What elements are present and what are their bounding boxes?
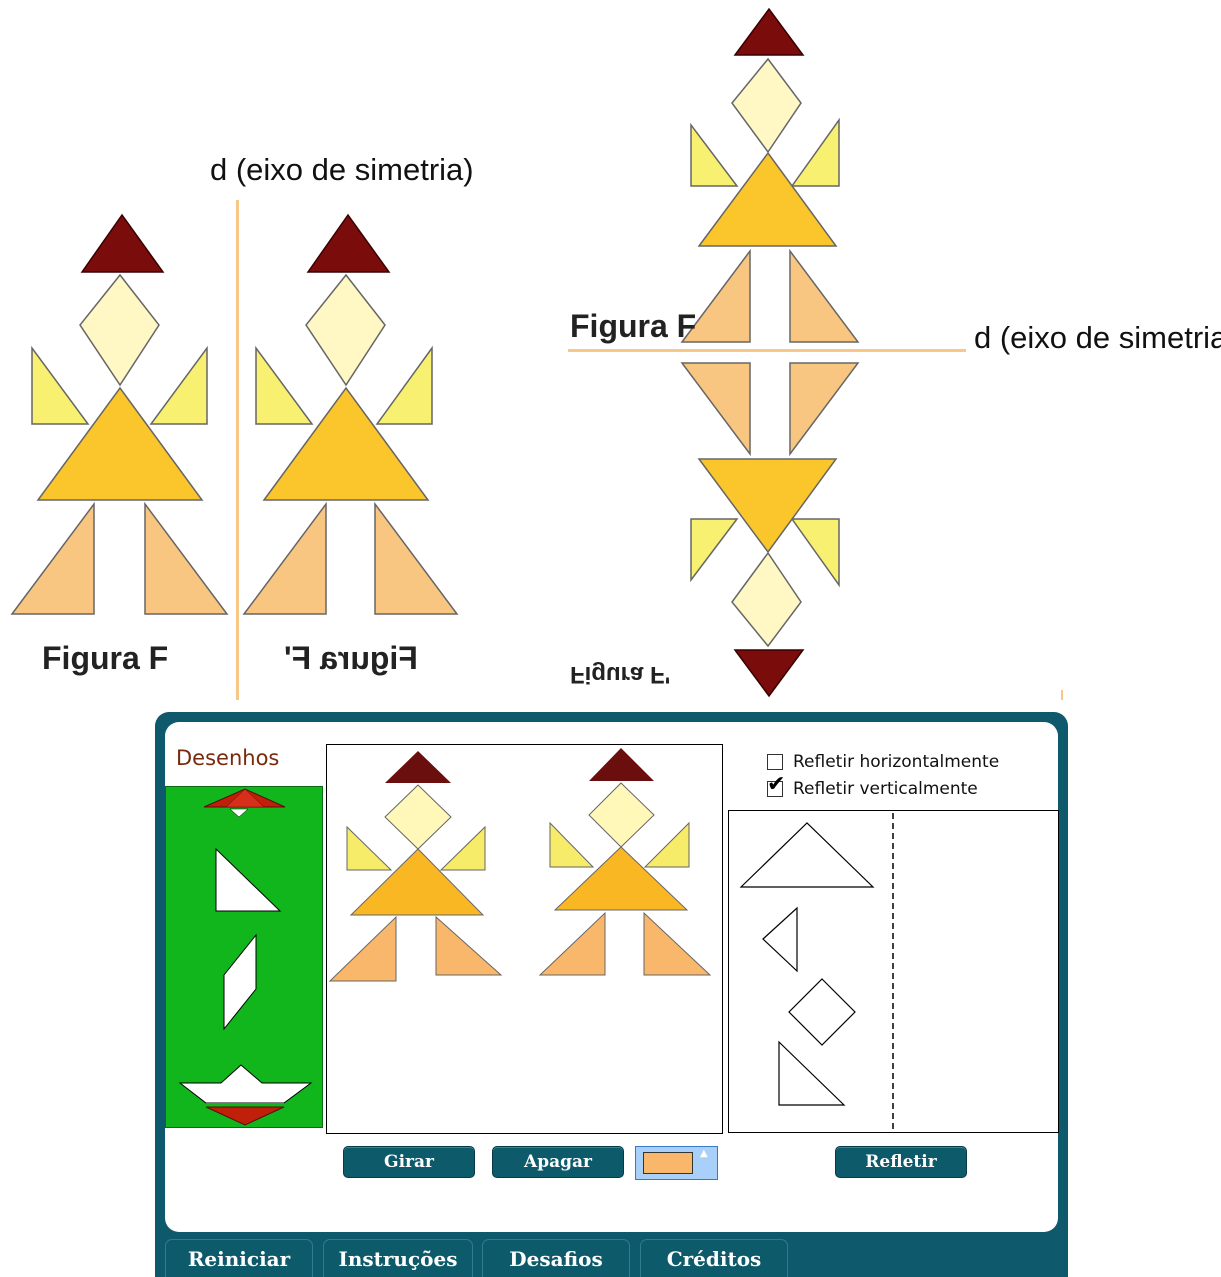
preview-right-triangle bbox=[778, 1040, 846, 1106]
selected-color-swatch bbox=[643, 1152, 693, 1174]
left-symmetry-axis bbox=[236, 200, 239, 700]
drawings-title: Desenhos bbox=[176, 746, 280, 770]
right-figure-f-reflected bbox=[680, 362, 860, 698]
reflect-vertical-checkbox[interactable]: ✔ bbox=[767, 774, 785, 797]
canvas-figure-left bbox=[328, 751, 503, 982]
tab-challenges[interactable]: Desafios bbox=[482, 1239, 630, 1277]
reflect-horizontal-label: Refletir horizontalmente bbox=[793, 752, 1000, 772]
preview-square bbox=[788, 978, 856, 1046]
dropdown-arrow-icon[interactable]: ▲ bbox=[700, 1148, 708, 1159]
tab-instructions[interactable]: Instruções bbox=[323, 1239, 473, 1277]
right-figure-f bbox=[680, 7, 860, 343]
erase-button[interactable]: Apagar bbox=[492, 1146, 624, 1178]
color-picker[interactable]: ▲ bbox=[635, 1146, 718, 1180]
left-axis-label: d (eixo de simetria) bbox=[210, 152, 474, 187]
left-figure-label: Figura F bbox=[42, 640, 169, 676]
rotate-button[interactable]: Girar bbox=[343, 1146, 475, 1178]
canvas-figure-right bbox=[538, 748, 712, 976]
drawing-canvas[interactable] bbox=[326, 744, 723, 1134]
reflect-horizontal-option[interactable]: Refletir horizontalmente bbox=[767, 752, 999, 772]
reflect-vertical-option[interactable]: ✔ Refletir verticalmente bbox=[767, 774, 978, 799]
reflect-vertical-label: Refletir verticalmente bbox=[793, 779, 978, 799]
left-figure-f-reflected bbox=[242, 213, 459, 615]
right-figure-label: Figura F bbox=[570, 308, 697, 344]
tab-credits[interactable]: Créditos bbox=[640, 1239, 788, 1277]
reflect-horizontal-checkbox[interactable] bbox=[767, 754, 783, 770]
reflection-preview[interactable] bbox=[728, 810, 1059, 1133]
palette-parallelogram-shape[interactable] bbox=[223, 933, 257, 1031]
axis-fragment bbox=[1061, 690, 1063, 700]
tab-restart[interactable]: Reiniciar bbox=[165, 1239, 313, 1277]
left-figure-f bbox=[10, 213, 229, 615]
right-mirrored-figure-label: Figura F' bbox=[570, 661, 671, 688]
checkmark-icon: ✔ bbox=[767, 772, 786, 797]
palette-triangle-shape[interactable] bbox=[215, 847, 282, 912]
palette-boat-shape[interactable] bbox=[178, 1064, 313, 1126]
shape-palette bbox=[165, 786, 323, 1128]
left-mirrored-figure-label: Figura F' bbox=[284, 640, 418, 676]
reflect-button[interactable]: Refletir bbox=[835, 1146, 967, 1178]
preview-small-triangle bbox=[762, 906, 798, 973]
palette-hat-shape[interactable] bbox=[203, 788, 286, 818]
preview-large-triangle bbox=[739, 822, 875, 888]
right-axis-label: d (eixo de simetria) bbox=[974, 320, 1221, 355]
right-symmetry-axis bbox=[568, 349, 966, 352]
